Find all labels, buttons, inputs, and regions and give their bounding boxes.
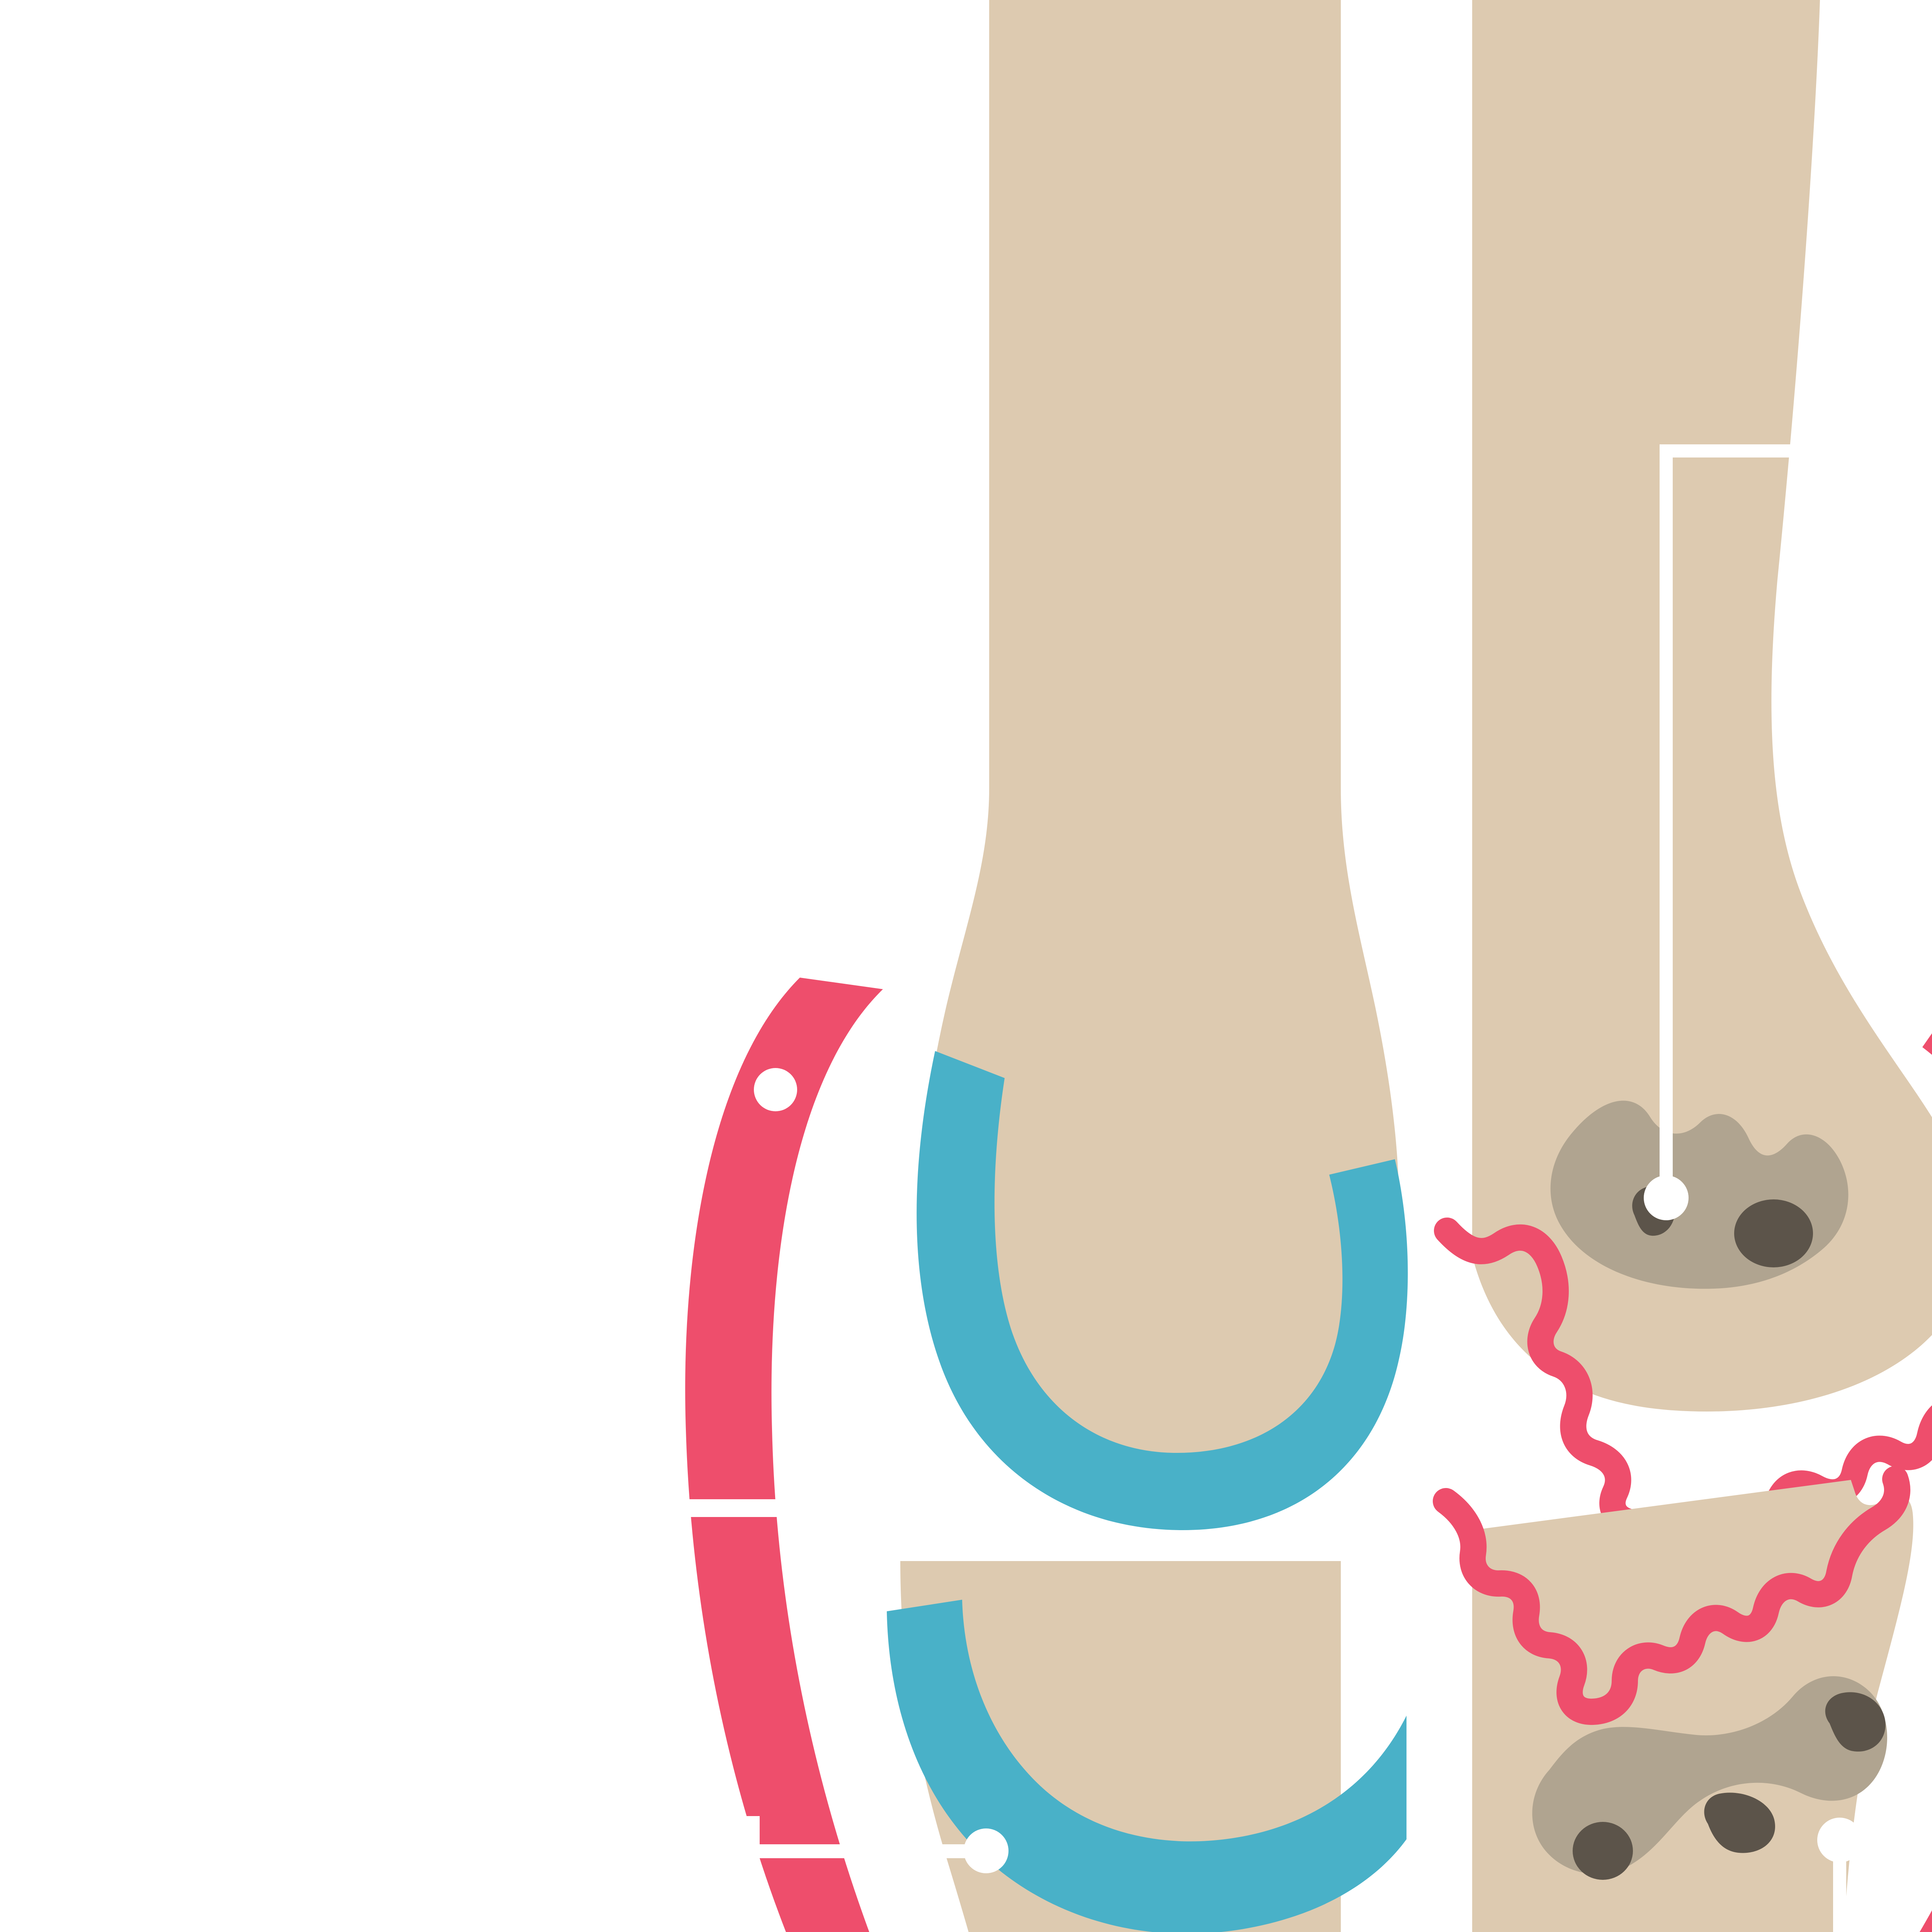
subchondral-sclerosis-tibia [1532,1676,1887,1874]
subchondral-cyst [1573,1822,1633,1880]
femur-right [1472,0,1932,1412]
articular-cartilage-femur-left [917,1051,1408,1530]
articular-cartilage-tibia-left [887,1600,1406,1932]
osteoarthritic-knee-group [1433,0,1932,1932]
leader-line-sclerosis [1817,1818,1862,1932]
subchondral-cyst [1734,1199,1813,1267]
cartilage-erosion-line-tibia [1433,1466,1910,1725]
leader-line-tibia-left [746,1816,1009,1886]
subchondral-cyst [1825,1692,1886,1752]
joint-capsule-left [672,978,883,1932]
healthy-knee-group [672,0,1408,1932]
femur-left [920,0,1399,1468]
leader-line-cysts [1644,444,1799,1220]
subchondral-cyst [1704,1793,1775,1853]
